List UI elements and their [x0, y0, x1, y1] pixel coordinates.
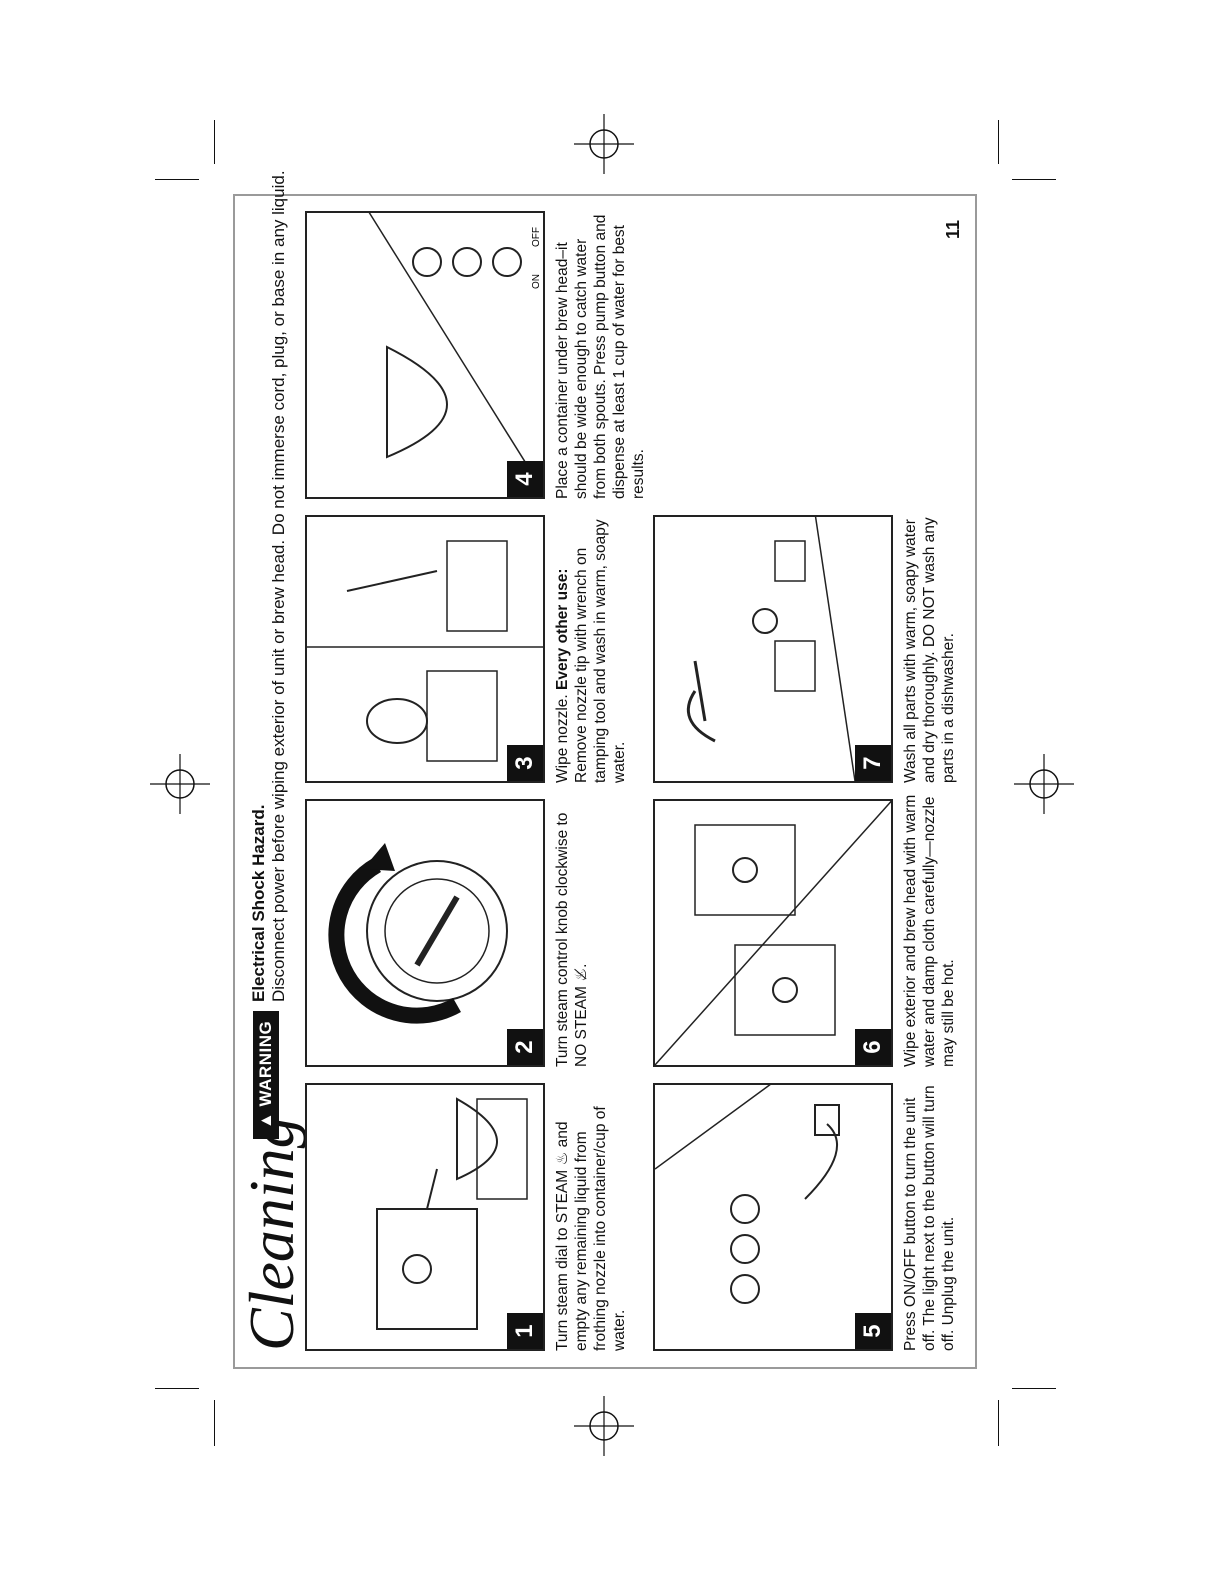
step-3-caption-pre: Wipe nozzle. — [554, 689, 571, 783]
step-3-caption: Wipe nozzle. Every other use: Remove noz… — [553, 508, 629, 783]
espresso-machine-illustration — [376, 1097, 528, 1330]
crop-mark — [214, 1400, 215, 1446]
step-6-caption: Wipe exterior and brew head with warm wa… — [902, 794, 957, 1067]
crop-mark — [214, 120, 215, 164]
step-2-illustration: 2 — [305, 799, 545, 1067]
unplug-illustration — [655, 1083, 840, 1304]
wipe-exterior-illustration — [655, 799, 893, 1065]
crop-mark — [998, 1400, 999, 1446]
step-number: 4 — [507, 461, 543, 497]
crop-mark — [998, 120, 999, 164]
step-number: 3 — [507, 745, 543, 781]
step-1-illustration: 1 — [305, 1083, 545, 1351]
steam-knob-illustration — [328, 843, 508, 1024]
step-number: 1 — [507, 1313, 543, 1349]
warning-heading: Electrical Shock Hazard. — [249, 804, 268, 1002]
step-6-illustration: 6 — [653, 799, 893, 1067]
step-4-illustration: ON OFF 4 — [305, 211, 545, 499]
crop-mark — [1012, 1388, 1056, 1389]
crop-mark — [155, 1388, 199, 1389]
step-4-caption: Place a container under brew head–it sho… — [554, 214, 647, 499]
step-number: 7 — [855, 745, 891, 781]
registration-mark-icon — [574, 1396, 634, 1456]
registration-mark-icon — [574, 114, 634, 174]
page-number: 11 — [943, 219, 963, 239]
page-title: Cleaning — [236, 1116, 307, 1351]
step-number: 5 — [855, 1313, 891, 1349]
step-2-caption: Turn steam control knob clockwise to NO … — [554, 812, 590, 1067]
registration-mark-icon — [1014, 754, 1074, 814]
rotated-sheet: Cleaning ▲ WARNING Electrical Shock Haza… — [235, 170, 975, 1367]
crop-mark — [1012, 179, 1056, 180]
on-label: ON — [531, 274, 542, 289]
warning-text: Disconnect power before wiping exterior … — [269, 170, 288, 1002]
off-label: OFF — [531, 227, 542, 247]
step-number: 2 — [507, 1029, 543, 1065]
step-3-caption-post: Remove nozzle tip with wrench on tamping… — [573, 519, 628, 783]
pump-button-illustration: ON OFF — [366, 211, 545, 497]
page-frame: Cleaning ▲ WARNING Electrical Shock Haza… — [233, 170, 977, 1369]
step-5-caption: Press ON/OFF button to turn the unit off… — [902, 1085, 957, 1351]
step-7-illustration: 7 — [653, 515, 893, 783]
step-1-caption: Turn steam dial to STEAM ♨ and empty any… — [554, 1106, 628, 1351]
step-7-caption: Wash all parts with warm, soapy water an… — [902, 517, 957, 783]
step-3-caption-bold: Every other use: — [554, 568, 571, 690]
registration-mark-icon — [150, 754, 210, 814]
step-number: 6 — [855, 1029, 891, 1065]
wash-parts-illustration — [686, 515, 856, 781]
step-5-illustration: 5 — [653, 1083, 893, 1351]
nozzle-cleaning-illustration — [307, 540, 545, 762]
crop-mark — [155, 179, 199, 180]
step-3-illustration: 3 — [305, 515, 545, 783]
warning-badge: ▲ WARNING — [253, 1010, 279, 1139]
